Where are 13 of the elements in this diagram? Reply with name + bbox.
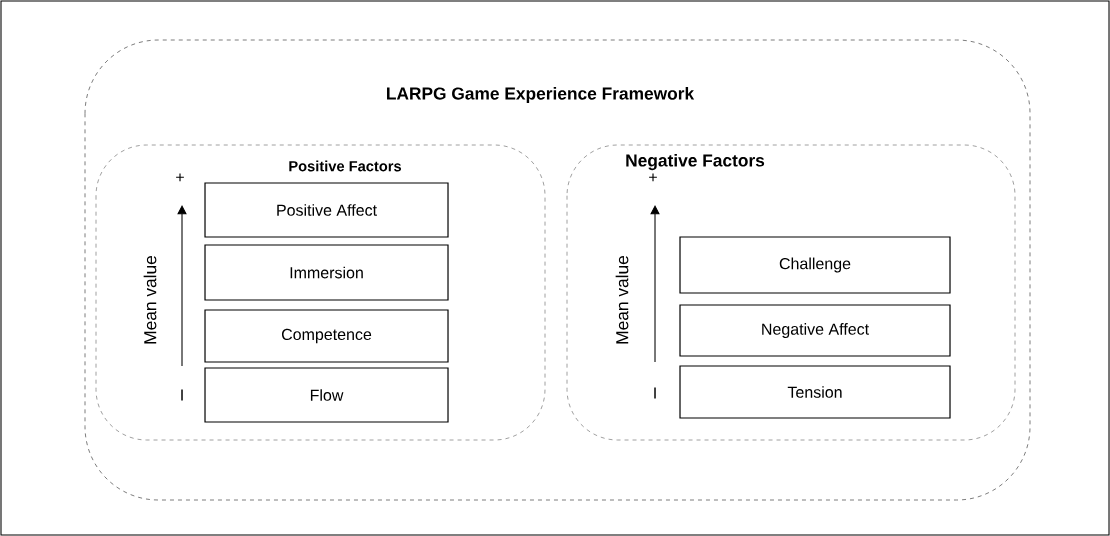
factor-box: Positive Affect [204, 182, 449, 238]
factor-box: Negative Affect [679, 304, 951, 357]
factor-box: Immersion [204, 244, 449, 301]
axis-label: I [654, 387, 656, 399]
axis-label: + [649, 173, 657, 182]
axis-label: I [181, 389, 183, 401]
factor-box: Tension [679, 365, 951, 419]
factor-box: Competence [204, 309, 449, 363]
axis-label: + [176, 173, 184, 182]
factor-box: Challenge [679, 236, 951, 294]
axis-label: Mean value [615, 256, 629, 344]
axis-label: Mean value [143, 256, 157, 344]
factor-box: Flow [204, 367, 449, 423]
